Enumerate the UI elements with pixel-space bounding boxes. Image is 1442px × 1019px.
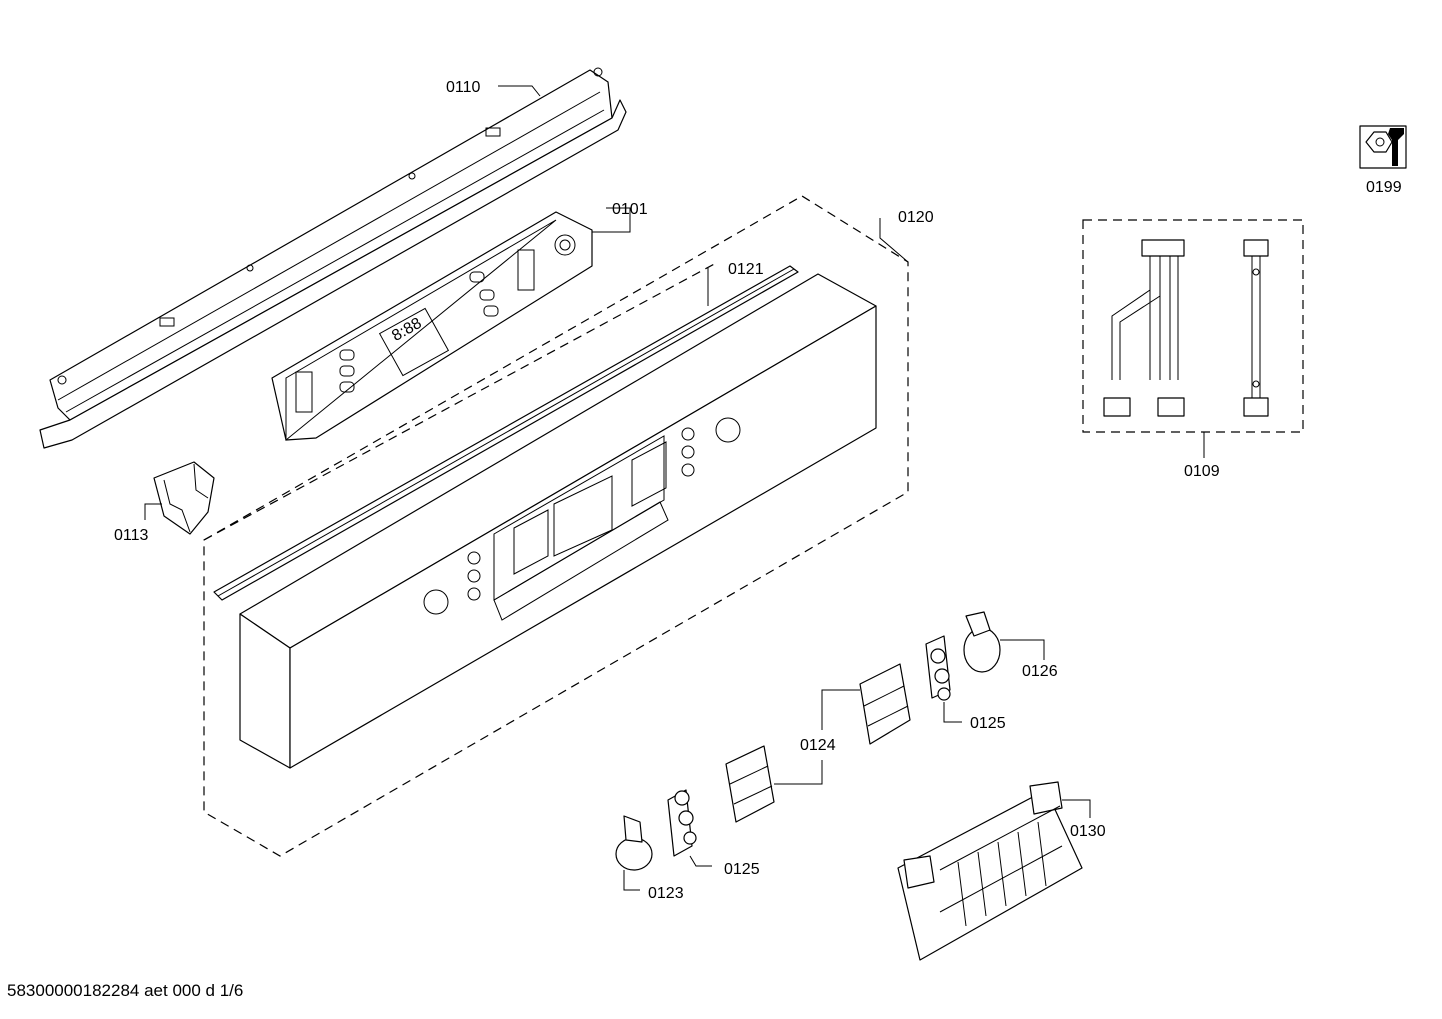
label-0124: 0124 xyxy=(800,737,836,754)
part-0110-rail xyxy=(39,67,627,449)
frame-0121 xyxy=(203,261,719,541)
label-0121: 0121 xyxy=(728,261,764,278)
part-0123-knob xyxy=(615,815,653,871)
label-0110: 0110 xyxy=(446,79,481,96)
nut-wrench-icon xyxy=(1359,125,1407,169)
part-0125-lower-buttons xyxy=(667,789,697,857)
part-0101-control-board: 8:88 xyxy=(271,211,593,442)
label-0123: 0123 xyxy=(648,885,684,902)
label-0125-upper: 0125 xyxy=(970,715,1006,732)
part-0124-upper-block xyxy=(859,663,911,745)
part-0126-knob xyxy=(963,611,1001,673)
part-0130-bracket xyxy=(897,781,1083,961)
label-0199: 0199 xyxy=(1366,179,1402,196)
label-0130: 0130 xyxy=(1070,823,1106,840)
label-0109: 0109 xyxy=(1184,463,1220,480)
label-0120: 0120 xyxy=(898,209,934,226)
part-0109-wiring-harness xyxy=(1082,219,1304,433)
part-0120-control-panel xyxy=(239,273,877,769)
label-0113: 0113 xyxy=(114,527,149,544)
part-0121-seal-strip xyxy=(213,265,799,601)
document-id-footer: 58300000182284 aet 000 d 1/6 xyxy=(7,981,244,1000)
part-0124-lower-block xyxy=(725,745,775,823)
label-0126: 0126 xyxy=(1022,663,1058,680)
label-0125-lower: 0125 xyxy=(724,861,760,878)
part-0125-upper-buttons xyxy=(925,635,951,701)
label-0101: 0101 xyxy=(612,201,648,218)
part-0113-clip xyxy=(153,461,215,535)
